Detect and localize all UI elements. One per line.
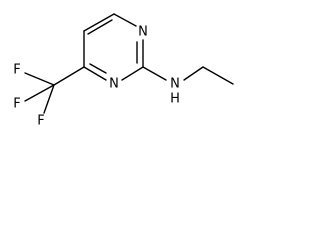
ethylamino-group [142,66,234,85]
bond-c4-n3 [83,66,107,81]
pyrimidine-ring [83,13,144,81]
amine-nitrogen: N [170,77,180,92]
bond-n1-c6 [113,13,137,27]
ring-nitrogen-top: N [138,25,148,40]
bond-c6-c5-double [87,19,113,35]
bond-c4-n3-double [89,63,107,74]
bond-c-f1 [24,72,55,86]
bond-nh-ch2 [183,66,204,81]
ring-nitrogen-bottom: N [109,77,119,92]
bond-c-f2 [24,84,55,102]
bond-c-f3 [43,84,55,114]
trifluoromethyl-group [24,66,85,114]
bond-c2-nh [142,66,167,81]
amine-hydrogen: H [170,92,180,107]
bond-ch2-ch3 [202,66,234,85]
molecule-structure: N N N H F F F [13,13,234,129]
fluorine-atom-2: F [13,97,20,112]
atom-labels: N N N H F F F [13,25,180,129]
fluorine-atom-1: F [13,63,20,78]
fluorine-atom-3: F [37,114,44,129]
bond-n3-c2 [121,66,144,81]
bond-c6-c5 [83,13,115,32]
bond-c4-cf3 [53,66,85,86]
